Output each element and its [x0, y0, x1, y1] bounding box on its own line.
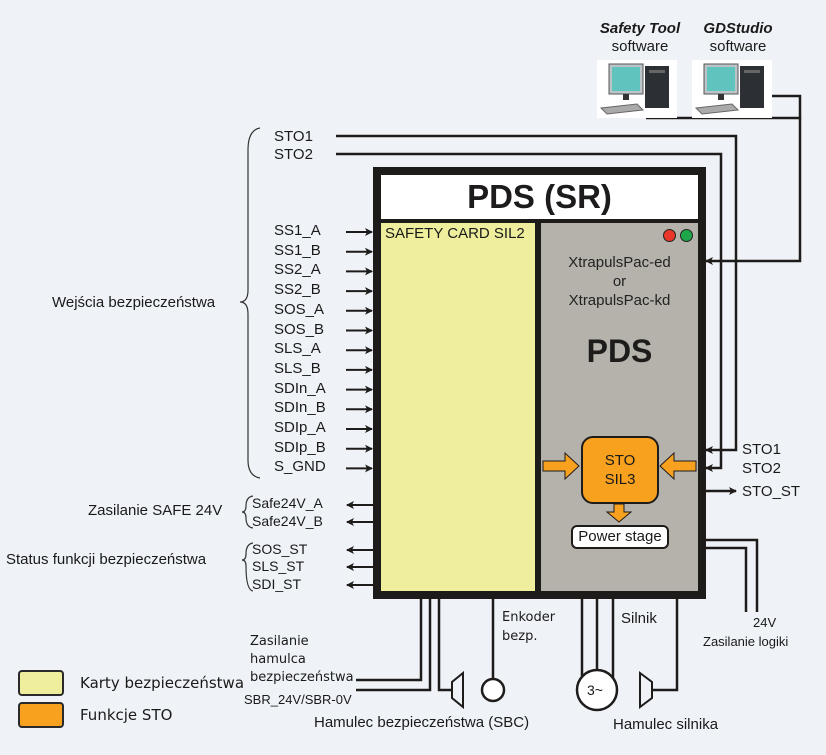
motor-brake-symbol — [639, 671, 653, 709]
safety-input-label: SOS_B — [274, 320, 325, 338]
pds-panel: XtrapulsPac-ed or XtrapulsPac-kd PDS STO… — [541, 223, 698, 591]
power-stage-box: Power stage — [571, 525, 669, 549]
sto-sil3-block: STO SIL3 — [581, 436, 659, 504]
red-led — [663, 229, 676, 242]
legend-label-sto-functions: Funkcje STO — [80, 706, 173, 724]
sbc-wire — [437, 598, 452, 692]
motor-symbol — [575, 668, 619, 712]
sto-label: STO — [604, 452, 636, 469]
encoder-line-2: bezp. — [502, 629, 538, 644]
right-sto2-label: STO2 — [742, 460, 781, 477]
sil3-label: SIL3 — [604, 471, 636, 488]
gdstudio-caption: GDStudio software — [688, 20, 788, 56]
sto-arrow-down-icon — [605, 503, 633, 523]
drive-model-or: or — [612, 273, 627, 290]
pds-device: PDS (SR) SAFETY CARD SIL2 XtrapulsPac-ed… — [373, 167, 706, 599]
sbr-label: SBR_24V/SBR-0V — [244, 692, 352, 707]
safety-input-label: SLS_B — [274, 359, 321, 377]
motor-brake-label: Hamulec silnika — [613, 716, 719, 733]
brake-supply-label: Zasilanie hamulca bezpieczeństwa — [250, 633, 354, 687]
safety-input-label: SOS_A — [274, 300, 325, 318]
motor-symbol-label: 3~ — [587, 682, 603, 698]
safety-tool-name: Safety Tool — [599, 20, 681, 37]
pds-title: PDS (SR) — [467, 178, 612, 215]
sbc-label: Hamulec bezpieczeństwa (SBC) — [314, 714, 530, 731]
encoder-line-1: Enkoder — [502, 610, 556, 625]
status-group-label: Status funkcji bezpieczeństwa — [6, 551, 207, 568]
sto2-input-label: STO2 — [274, 146, 313, 163]
logic-supply-wire-2 — [706, 546, 748, 612]
safety-input-label: SDIp_B — [274, 438, 326, 456]
green-led — [680, 229, 693, 242]
legend: Karty bezpieczeństwa Funkcje STO — [18, 670, 244, 728]
safe24v-b-label: Safe24V_B — [252, 513, 323, 529]
pds-label: PDS — [586, 333, 653, 369]
safety-tool-software-label: software — [611, 38, 669, 55]
sls-st-label: SLS_ST — [252, 558, 305, 574]
safety-input-label: SS1_B — [274, 241, 321, 259]
safety-input-label: SS2_B — [274, 281, 321, 299]
safety-input-label: SLS_A — [274, 340, 321, 358]
safety-input-label: SDIn_A — [274, 379, 326, 397]
gdstudio-computer-icon — [692, 60, 772, 118]
safety-input-label: SDIp_A — [274, 419, 326, 436]
encoder-label: Enkoder bezp. — [502, 608, 555, 646]
drive-model-kd: XtrapulsPac-kd — [568, 292, 671, 309]
sdi-st-label: SDI_ST — [252, 576, 302, 592]
pds-header: PDS (SR) — [381, 175, 698, 219]
right-sto1-label: STO1 — [742, 441, 781, 458]
legend-swatch-sto-functions — [18, 702, 64, 728]
brake-supply-line-3: bezpieczeństwa — [250, 670, 354, 685]
gdstudio-name: GDStudio — [703, 20, 773, 37]
safety-input-label: SS2_A — [274, 261, 321, 279]
motor-brake-wire — [652, 598, 679, 692]
status-brace — [241, 542, 254, 592]
safety-input-label: SS1_A — [274, 222, 321, 239]
brake-supply-line-1: Zasilanie — [250, 634, 309, 649]
legend-label-safety-cards: Karty bezpieczeństwa — [80, 674, 245, 692]
brake-supply-line-2: hamulca — [250, 652, 306, 667]
brake-supply-wire-2 — [356, 598, 432, 692]
legend-item-safety-cards: Karty bezpieczeństwa — [18, 670, 244, 696]
logic-24v-label: 24V — [753, 615, 777, 630]
safe24v-a-label: Safe24V_A — [252, 495, 323, 511]
sbc-brake-symbol — [451, 670, 464, 710]
safety-input-label: SDIn_B — [274, 399, 326, 417]
motor-label: Silnik — [621, 610, 657, 627]
pc-link-wire — [646, 94, 802, 120]
sto1-input-label: STO1 — [274, 128, 313, 145]
logic-supply-label: Zasilanie logiki — [703, 634, 789, 649]
safety-card-label: SAFETY CARD SIL2 — [385, 225, 525, 242]
gdstudio-software-label: software — [709, 38, 767, 55]
inputs-group-label: Wejścia bezpieczeństwa — [52, 294, 216, 311]
safety-tool-computer-icon — [597, 60, 677, 118]
brake-supply-wire-1 — [356, 598, 423, 682]
pc-to-drive-wire — [705, 118, 802, 265]
drive-model-ed: XtrapulsPac-ed — [568, 254, 671, 271]
sto-arrow-right-icon — [659, 451, 697, 481]
safety-tool-caption: Safety Tool software — [590, 20, 690, 56]
encoder-symbol — [480, 677, 506, 703]
safety-input-label: S_GND — [274, 458, 326, 476]
supply-brace — [241, 495, 254, 529]
sto2-wire — [336, 152, 723, 472]
sto-st-label: STO_ST — [742, 483, 801, 500]
sto-arrows — [542, 451, 697, 523]
legend-item-sto-functions: Funkcje STO — [18, 702, 244, 728]
sos-st-label: SOS_ST — [252, 541, 308, 557]
legend-swatch-safety-cards — [18, 670, 64, 696]
sto-arrow-left-icon — [542, 451, 580, 481]
logic-supply-wire-1 — [706, 538, 759, 612]
inputs-brace — [239, 127, 261, 479]
supply-group-label: Zasilanie SAFE 24V — [88, 502, 223, 519]
safety-card-panel: SAFETY CARD SIL2 — [381, 223, 535, 591]
